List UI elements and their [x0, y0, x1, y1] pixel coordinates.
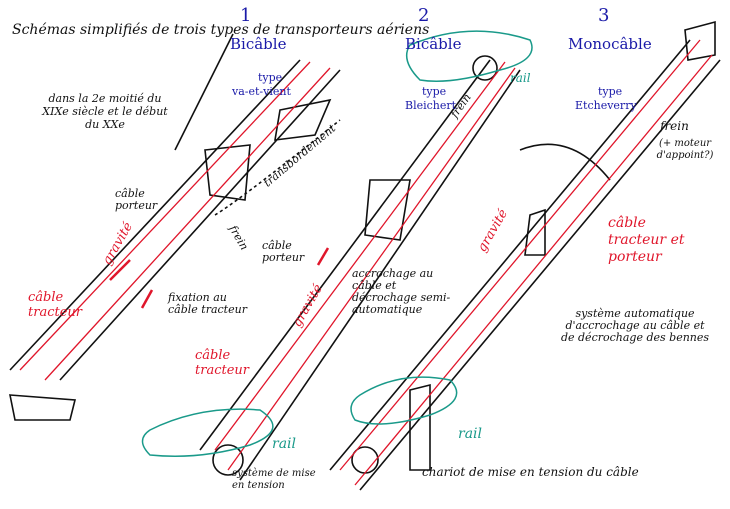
pylon-3b: [409, 383, 431, 471]
rail-2-top: [405, 30, 533, 82]
label-cable-tracteur-1: câble tracteur: [28, 290, 82, 320]
label-cable-porteur-2: câble porteur: [262, 239, 305, 264]
label-cable-tracteur-porteur: câble tracteur et porteur: [608, 215, 685, 265]
label-frein-3: frein: [660, 119, 689, 133]
label-accrochage: accrochage au câble et décrochage semi-a…: [352, 267, 451, 316]
system-3-number: 3: [598, 5, 610, 26]
label-cable-porteur-1: câble porteur: [115, 187, 158, 212]
system-1-number: 1: [240, 5, 252, 26]
wheel-2: [472, 55, 498, 81]
label-systeme-automatique: système automatique d'accrochage au câbl…: [560, 307, 710, 344]
system-1-type-label: type: [258, 71, 283, 84]
system-1-type: va-et-vient: [232, 85, 291, 98]
label-rail-2: rail: [272, 436, 296, 452]
track-1-left: [9, 59, 301, 371]
system-2-name: Bicâble: [405, 35, 462, 53]
system-2-type: Bleichert: [405, 99, 457, 112]
diagram-title: Schémas simplifiés de trois types de tra…: [12, 22, 430, 38]
track-2-right: [239, 69, 521, 481]
label-rail-3: rail: [458, 426, 482, 442]
label-cable-tracteur-2: câble tracteur: [195, 348, 249, 378]
tension-wheel-2: [212, 444, 244, 476]
system-3-type: Etcheverry: [575, 99, 637, 112]
system-2-type-label: type: [422, 85, 447, 98]
track-3-left: [329, 39, 691, 471]
system-1-name: Bicâble: [230, 35, 287, 53]
tower-1: [204, 144, 251, 201]
system-3-name: Monocâble: [568, 35, 652, 53]
label-fixation: fixation au câble tracteur: [168, 291, 247, 316]
label-moteur: (+ moteur d'appoint?): [656, 138, 714, 161]
track-2-left: [199, 59, 491, 451]
system-3-type-label: type: [598, 85, 623, 98]
track-1-right: [59, 69, 341, 381]
transbordement-track: [214, 119, 341, 216]
title-divider: [174, 33, 234, 151]
rail-2-bottom: [141, 408, 274, 457]
station-3: [684, 20, 716, 61]
label-rail-1: rail: [510, 71, 531, 85]
rail-3: [350, 376, 458, 425]
bridge-3: [519, 143, 611, 181]
station-1: [9, 394, 77, 421]
diagram-subtitle: dans la 2e moitié du XIXe siècle et le d…: [42, 92, 168, 131]
tower-2: [364, 179, 411, 241]
system-2-number: 2: [418, 5, 430, 26]
label-mise-tension: système de mise en tension: [232, 468, 316, 491]
tower-1b: [274, 98, 332, 141]
pylon-3: [524, 208, 546, 256]
label-chariot: chariot de mise en tension du câble: [422, 465, 639, 479]
